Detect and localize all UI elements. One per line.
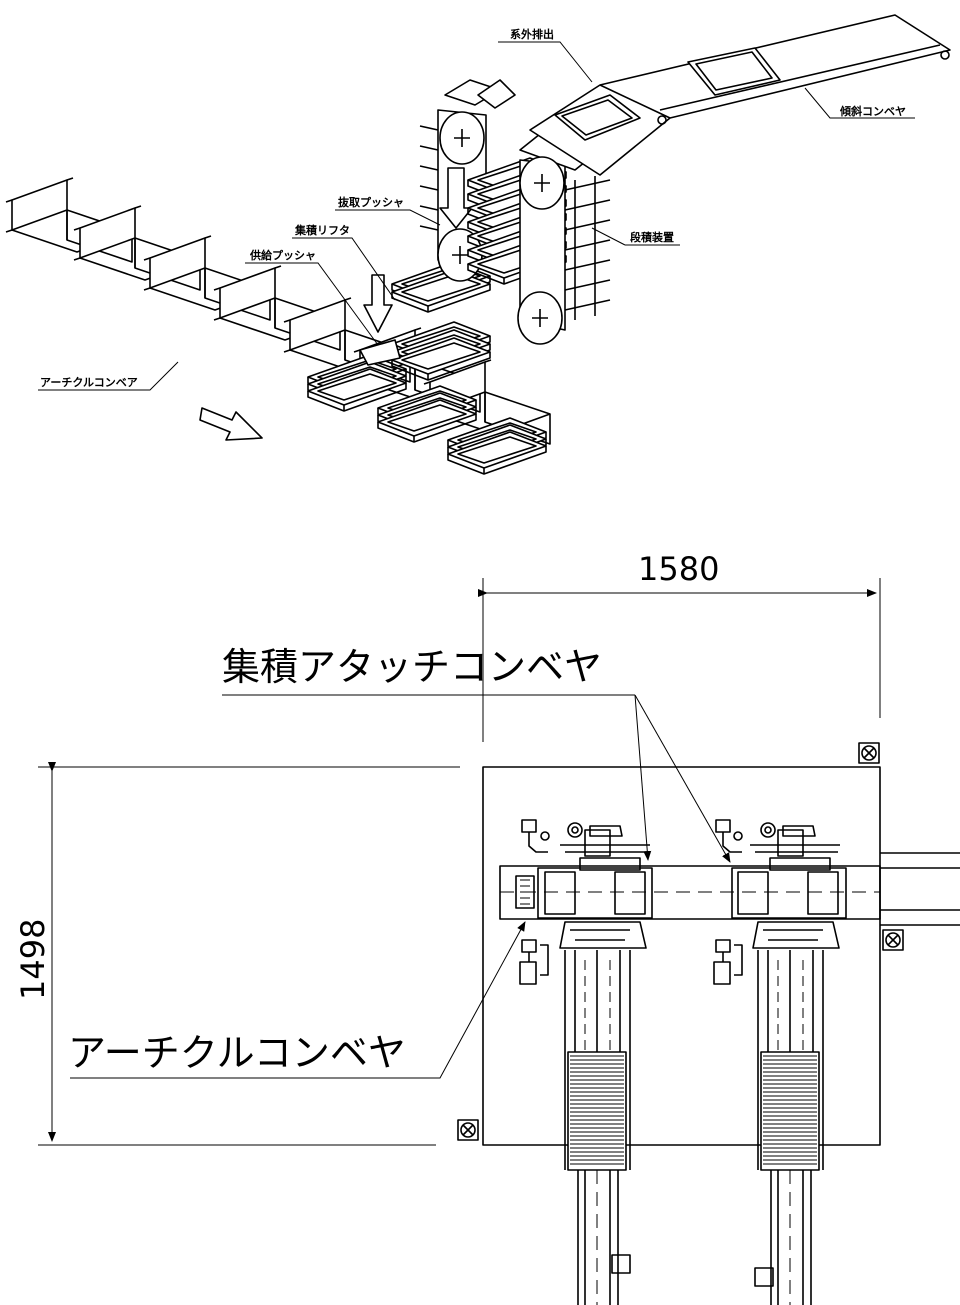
tray-stack-hatching — [763, 1055, 817, 1165]
anchor-bolt-icon — [858, 742, 880, 764]
incline-conveyor — [529, 14, 951, 176]
label-extract-pusher: 抜取プッシャ — [338, 195, 404, 209]
anchor-bolt-icon — [882, 929, 904, 951]
tray-stack-hatching — [570, 1055, 624, 1165]
label-supply-pusher: 供給プッシャ — [249, 248, 316, 262]
dimension-height-text: 1498 — [14, 919, 52, 1000]
flow-direction-arrow — [199, 407, 263, 441]
label-outlet: 系外排出 — [510, 27, 554, 41]
label-collect-lifter: 集積リフタ — [294, 223, 350, 237]
anchor-bolt-icon — [457, 1119, 479, 1141]
machine-frame — [482, 766, 881, 1146]
stacker-left-column — [419, 79, 516, 282]
isometric-view: 系外排出 傾斜コンベヤ 抜取プッシャ 集積リフタ 供給プッシャ 段積装置 アーチ… — [5, 14, 951, 475]
outlet-conveyor — [880, 852, 960, 926]
stacker-unit-2 — [713, 819, 847, 1305]
stacked-trays — [307, 261, 547, 475]
lifter-arrow — [363, 274, 393, 333]
stacker-unit-1 — [515, 819, 653, 1305]
dimension-width: 1580 — [478, 550, 881, 742]
dimension-height: 1498 — [14, 762, 460, 1146]
label-stacker: 段積装置 — [630, 230, 674, 244]
dimension-width-text: 1580 — [638, 550, 719, 588]
label-article-conveyor-plan: アーチクルコンベヤ — [68, 1031, 406, 1075]
supply-pusher-wedge — [359, 339, 401, 366]
collect-attach-conveyor-band — [499, 865, 881, 920]
label-collect-attach-conveyor: 集積アタッチコンベヤ — [222, 645, 602, 689]
iso-leaders — [38, 41, 915, 391]
plan-leaders — [70, 694, 731, 1079]
label-article-conveyor-iso: アーチクルコンベア — [40, 376, 138, 389]
plan-view: 1580 1498 — [14, 550, 960, 1305]
label-incline-conveyor: 傾斜コンベヤ — [839, 104, 906, 118]
